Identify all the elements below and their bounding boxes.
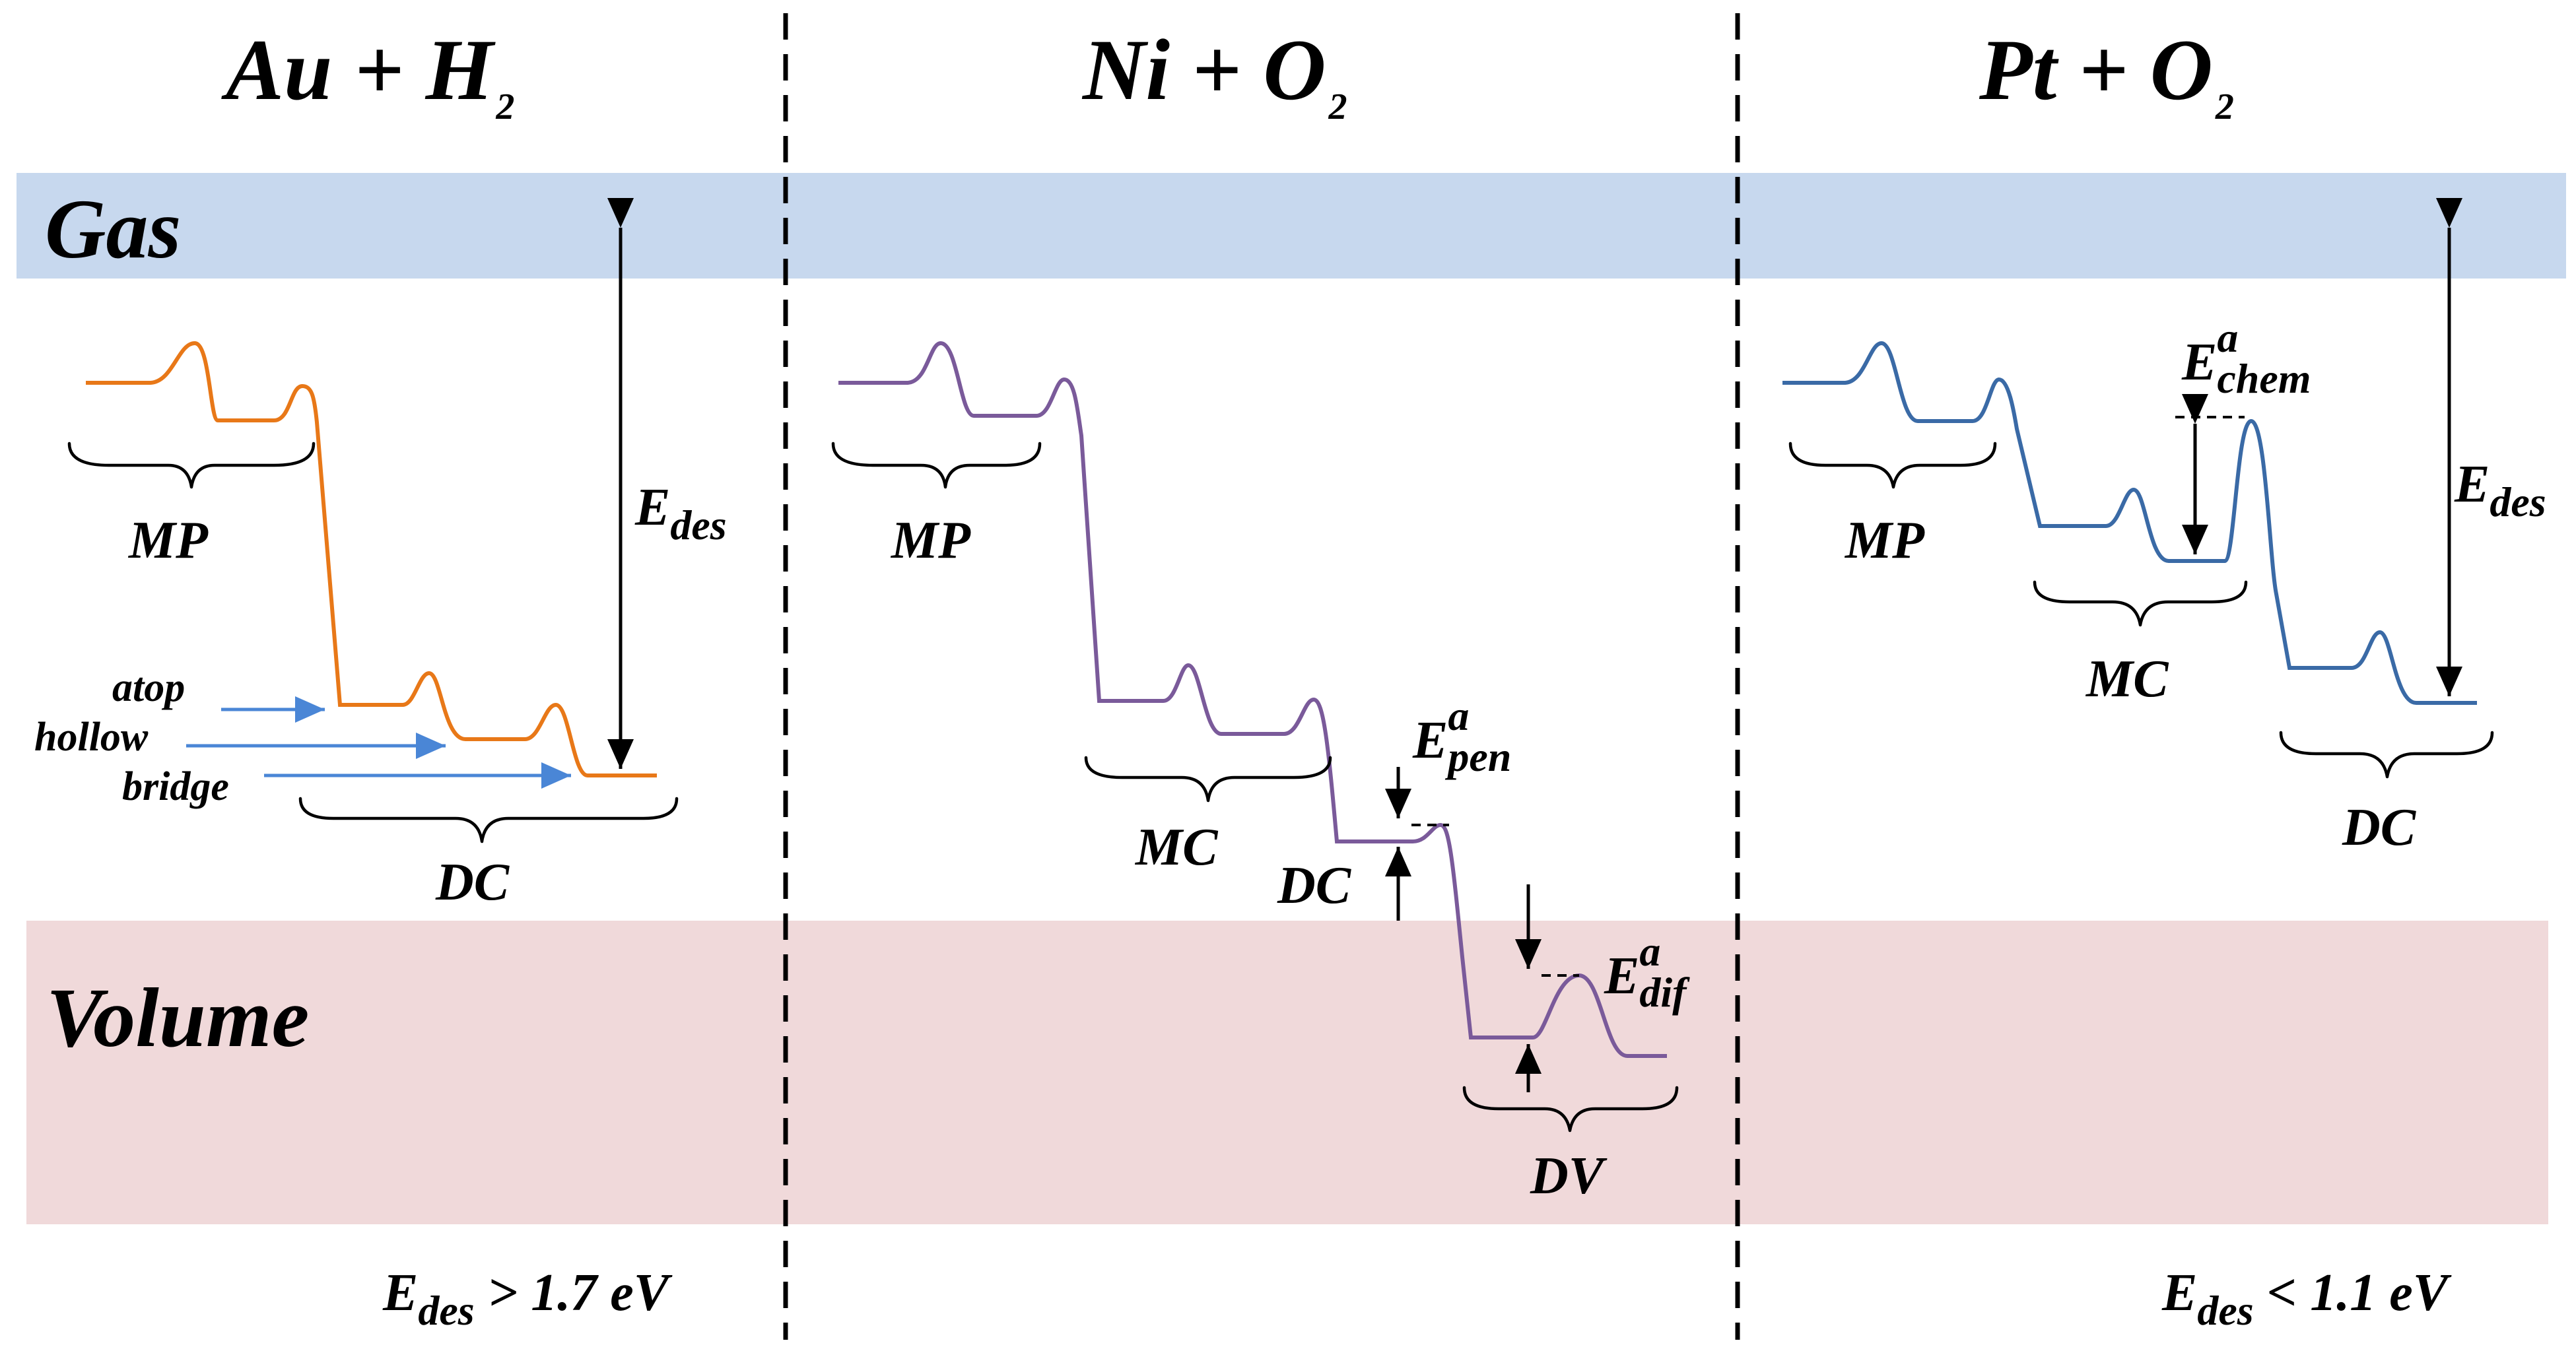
mc-brace-right — [2033, 580, 2248, 627]
mc-label-right: MC — [2085, 650, 2169, 708]
dc-brace-left — [298, 797, 679, 843]
dc-label-left: DC — [435, 853, 510, 911]
energy-profile-au-h2 — [86, 341, 657, 777]
dc-label-right: DC — [2342, 799, 2417, 857]
volume-band — [26, 921, 2548, 1224]
site-label-bridge: bridge — [122, 764, 229, 809]
panel-title-ni-o2: Ni + O2 — [1081, 21, 1347, 127]
mp-brace-middle — [831, 442, 1042, 489]
volume-label: Volume — [46, 971, 309, 1065]
dc-brace-right — [2279, 731, 2494, 779]
gas-label: Gas — [45, 182, 181, 276]
mp-label-left: MP — [127, 511, 209, 570]
edes-threshold-au: Edes > 1.7 eV — [382, 1264, 673, 1334]
edes-label-left: Edes — [634, 478, 727, 548]
energy-profile-pt-o2 — [1782, 341, 2477, 705]
mc-label-middle: MC — [1134, 818, 1219, 876]
mc-brace-middle — [1084, 756, 1332, 803]
dv-brace-middle — [1462, 1086, 1679, 1133]
panel-title-pt-o2: Pt + O2 — [1979, 21, 2234, 127]
mp-brace-right — [1788, 442, 1997, 489]
dc-label-middle: DC — [1277, 857, 1352, 915]
gas-band — [17, 173, 2566, 279]
edes-threshold-pt: Edes < 1.1 eV — [2161, 1264, 2452, 1334]
mp-brace-left — [67, 442, 316, 489]
site-label-hollow: hollow — [34, 715, 149, 760]
mp-label-right: MP — [1844, 511, 1925, 570]
edes-label-right: Edes — [2454, 455, 2546, 525]
dv-label-middle: DV — [1530, 1147, 1608, 1205]
panel-title-au-h2: Au + H2 — [221, 21, 514, 127]
site-label-atop: atop — [112, 665, 185, 710]
energy-profile-ni-o2 — [838, 341, 1667, 1058]
mp-label-middle: MP — [890, 511, 971, 570]
